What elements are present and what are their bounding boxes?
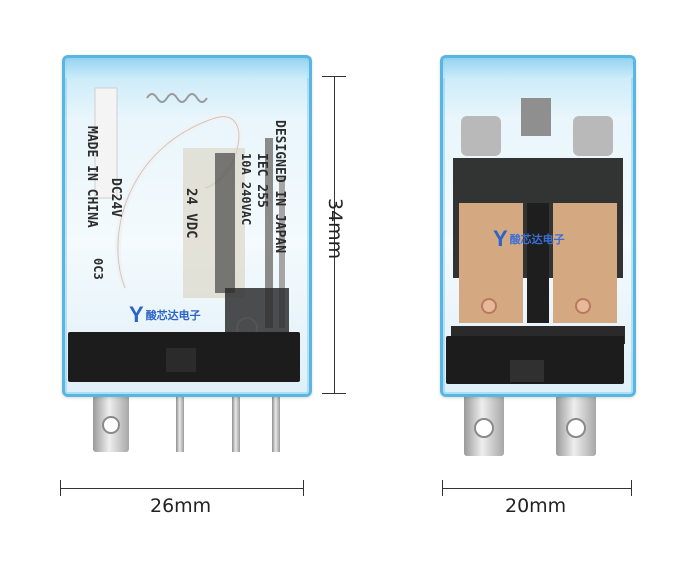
relay-front-base xyxy=(68,332,300,382)
height-dimension-tick-top xyxy=(322,76,346,77)
brand-logo-symbol: Y xyxy=(493,226,508,251)
relay-front-pin xyxy=(232,390,240,452)
base-notch xyxy=(166,348,196,372)
relay-front-pin xyxy=(272,390,280,452)
case-top-band xyxy=(443,58,633,78)
side-width-dimension-line xyxy=(442,488,632,489)
base-notch xyxy=(510,360,544,382)
brand-logo-symbol: Y xyxy=(129,302,144,327)
relay-side-terminal-tab xyxy=(556,386,596,456)
relay-front-terminal-tab xyxy=(93,386,129,452)
terminal-hole xyxy=(102,416,120,434)
side-width-dimension-label: 20mm xyxy=(505,495,567,517)
brand-logo-text: 酸芯达电子 xyxy=(145,309,201,322)
front-width-dimension-label: 26mm xyxy=(150,495,212,517)
case-top-band xyxy=(65,58,309,78)
terminal-hole xyxy=(474,418,494,438)
relay-side-base xyxy=(446,336,624,384)
brand-logo-side: Y 酸芯达电子 xyxy=(493,226,565,252)
height-dimension-line xyxy=(334,76,335,394)
terminal-hole xyxy=(566,418,586,438)
front-width-tick-left xyxy=(60,480,61,496)
relay-front-pin xyxy=(176,390,184,452)
side-width-tick-right xyxy=(631,480,632,496)
relay-side-terminal-tab xyxy=(464,386,504,456)
front-width-tick-right xyxy=(303,480,304,496)
side-width-tick-left xyxy=(442,480,443,496)
front-width-dimension-line xyxy=(60,488,304,489)
relay-side-internals-illustration xyxy=(451,98,625,344)
brand-logo-front: Y 酸芯达电子 xyxy=(129,302,201,328)
height-dimension-label: 34mm xyxy=(324,198,346,260)
brand-logo-text: 酸芯达电子 xyxy=(509,233,565,246)
height-dimension-tick-bottom xyxy=(322,393,346,394)
